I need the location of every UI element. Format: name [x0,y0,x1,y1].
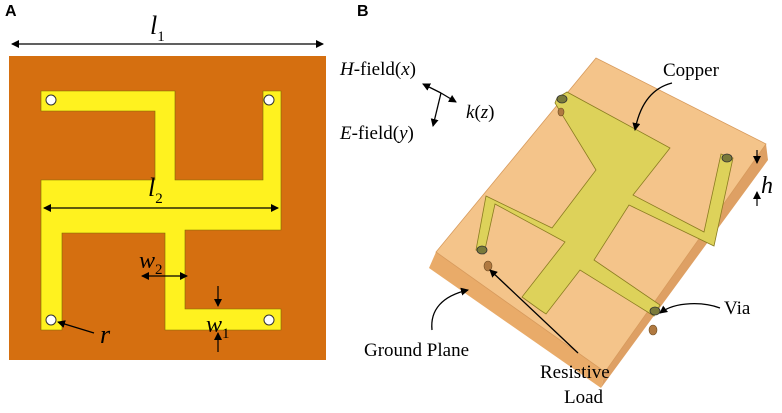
resistive-load-top [557,107,565,117]
via-top-left [45,94,57,106]
w2-label: w2 [139,248,163,278]
via-b-top-left [556,94,568,104]
resistive-load-bottom [648,324,658,336]
e-field-label: E-field(y) [339,123,414,144]
via-bottom-left [45,314,57,326]
ground-plane-label: Ground Plane [364,340,469,361]
h-field-axis [422,83,442,94]
via-b-bottom-right [649,306,661,316]
k-axis [440,92,457,103]
panel-b: B H-field(x) k(z) E-field(y) Copper h [339,3,773,408]
resistive-load-callout-arrow [489,269,579,354]
panel-a-label: A [5,3,17,20]
ground-plane-callout-arrow [431,287,469,331]
panel-a: A l1 l2 w2 w1 r [5,3,326,360]
via-callout-arrow [659,303,721,314]
r-label: r [100,320,111,349]
l1-label: l1 [150,11,165,45]
r-arrow [57,320,95,334]
via-b-bottom-left [476,245,488,255]
resistive-load-left [483,260,493,272]
via-bottom-right [263,314,275,326]
board-side-right [601,144,768,388]
via-label: Via [724,298,751,319]
board-side-front [429,252,605,388]
h-field-label: H-field(x) [339,59,416,80]
load-label: Load [564,387,604,408]
resistive-label: Resistive [540,362,610,383]
via-top-right [263,94,275,106]
copper-label: Copper [663,60,720,81]
h-dimension-label: h [761,173,773,199]
k-label: k(z) [466,102,495,123]
l2-label: l2 [148,173,163,207]
e-field-axis [430,92,442,127]
w1-label: w1 [206,312,230,342]
panel-b-label: B [357,3,369,20]
copper-callout-arrow [632,82,673,131]
via-b-top-right [721,153,733,163]
copper-patch-3d [475,91,734,317]
